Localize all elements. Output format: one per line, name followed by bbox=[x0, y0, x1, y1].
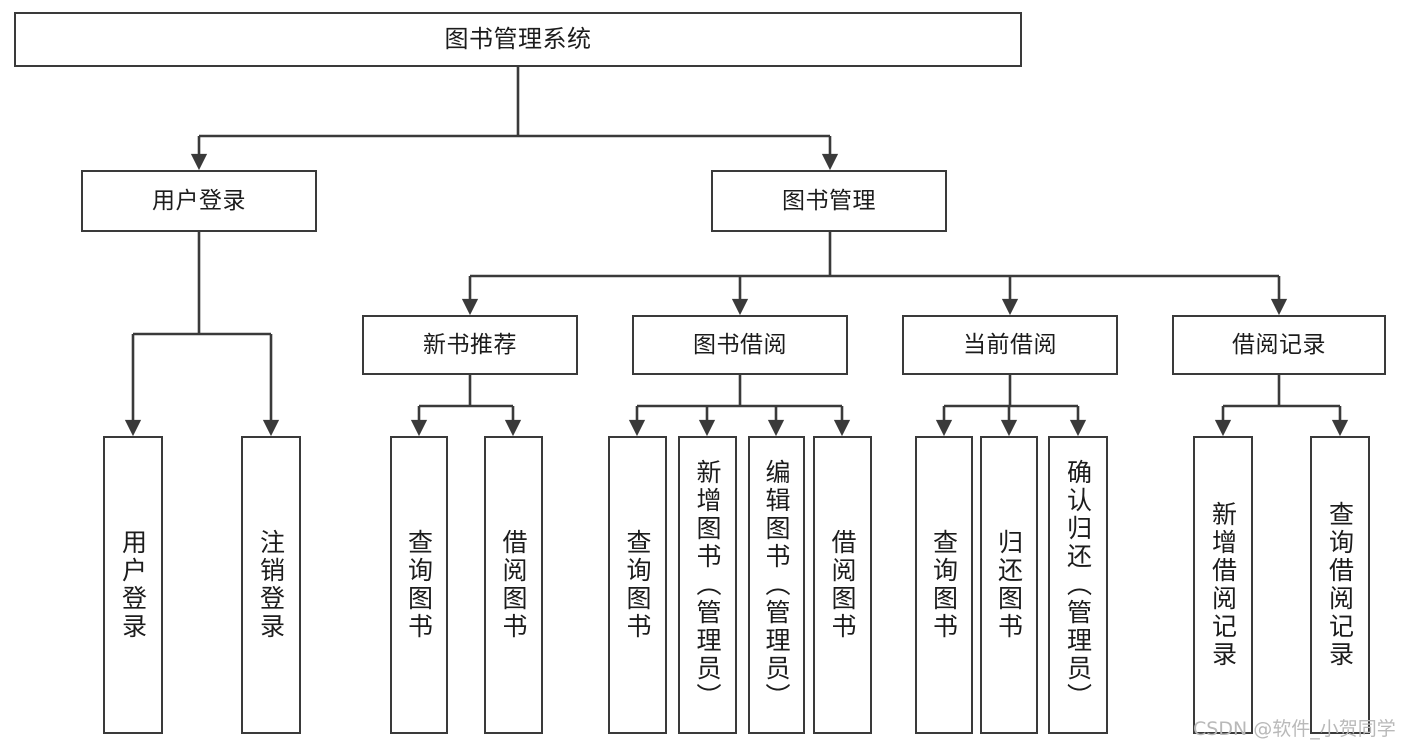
node-label: 借阅图书 bbox=[828, 529, 857, 641]
node-new-book-recommend[interactable]: 新书推荐 bbox=[362, 315, 578, 375]
node-book-manage[interactable]: 图书管理 bbox=[711, 170, 947, 232]
leaf-borrow-book-borrow[interactable]: 借阅图书 bbox=[813, 436, 872, 734]
node-borrow-record[interactable]: 借阅记录 bbox=[1172, 315, 1386, 375]
node-label: 图书管理系统 bbox=[444, 24, 592, 53]
node-label: 新书推荐 bbox=[423, 331, 517, 358]
leaf-query-borrow-record[interactable]: 查询借阅记录 bbox=[1310, 436, 1370, 734]
leaf-borrow-book-recommend[interactable]: 借阅图书 bbox=[484, 436, 543, 734]
node-label: 图书管理 bbox=[782, 187, 876, 214]
node-label: 查询图书 bbox=[929, 529, 959, 641]
leaf-user-login[interactable]: 用户登录 bbox=[103, 436, 163, 734]
node-label: 查询图书 bbox=[404, 529, 434, 641]
node-label: 编辑图书（管理员） bbox=[762, 459, 791, 711]
node-label: 借阅图书 bbox=[499, 529, 528, 641]
node-root-book-management-system[interactable]: 图书管理系统 bbox=[14, 12, 1022, 67]
node-current-borrow[interactable]: 当前借阅 bbox=[902, 315, 1118, 375]
node-label: 用户登录 bbox=[152, 187, 246, 214]
leaf-query-book-current[interactable]: 查询图书 bbox=[915, 436, 973, 734]
node-label: 确认归还（管理员） bbox=[1063, 459, 1093, 711]
node-user-login[interactable]: 用户登录 bbox=[81, 170, 317, 232]
node-label: 查询图书 bbox=[623, 529, 652, 641]
node-label: 新增图书（管理员） bbox=[693, 459, 722, 711]
node-book-borrow[interactable]: 图书借阅 bbox=[632, 315, 848, 375]
leaf-edit-book-admin[interactable]: 编辑图书（管理员） bbox=[748, 436, 805, 734]
node-label: 当前借阅 bbox=[963, 331, 1057, 358]
leaf-confirm-return-admin[interactable]: 确认归还（管理员） bbox=[1048, 436, 1108, 734]
node-label: 新增借阅记录 bbox=[1208, 501, 1238, 669]
leaf-logout-login[interactable]: 注销登录 bbox=[241, 436, 301, 734]
leaf-add-book-admin[interactable]: 新增图书（管理员） bbox=[678, 436, 737, 734]
node-label: 查询借阅记录 bbox=[1325, 501, 1355, 669]
node-label: 用户登录 bbox=[118, 529, 148, 641]
leaf-query-book-borrow[interactable]: 查询图书 bbox=[608, 436, 667, 734]
leaf-query-book-recommend[interactable]: 查询图书 bbox=[390, 436, 448, 734]
node-label: 注销登录 bbox=[256, 529, 286, 641]
leaf-add-borrow-record[interactable]: 新增借阅记录 bbox=[1193, 436, 1253, 734]
node-label: 借阅记录 bbox=[1232, 331, 1326, 358]
watermark-text: CSDN @软件_小贺同学 bbox=[1193, 718, 1396, 740]
leaf-return-book[interactable]: 归还图书 bbox=[980, 436, 1038, 734]
node-label: 归还图书 bbox=[994, 529, 1024, 641]
node-label: 图书借阅 bbox=[693, 331, 787, 358]
